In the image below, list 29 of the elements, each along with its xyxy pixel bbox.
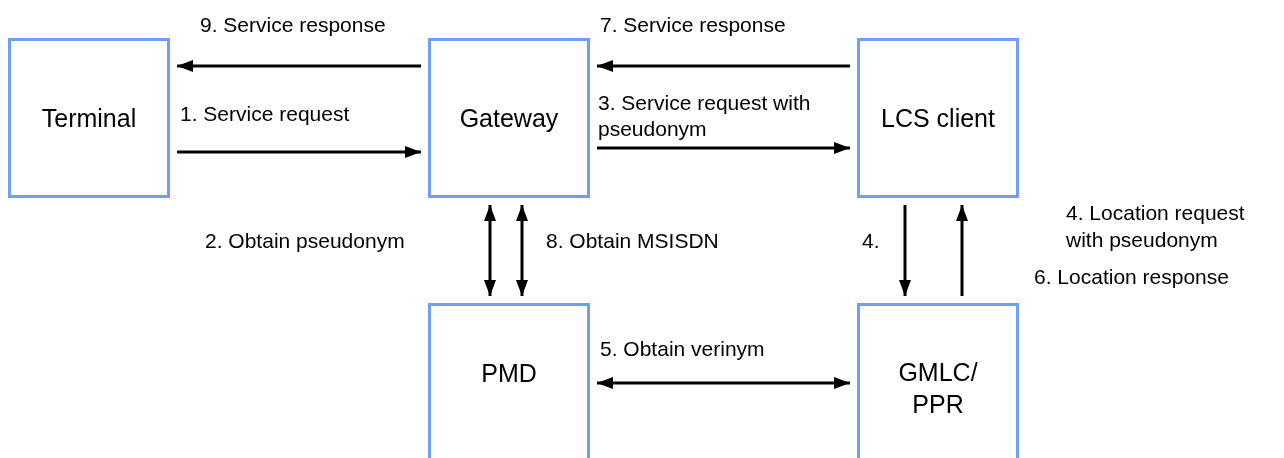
node-label: GMLC/ PPR [897,357,979,420]
edge-label: 9. Service response [200,12,387,38]
edge-label: 2. Obtain pseudonym [205,228,406,254]
process-box [8,38,170,198]
edge-label: 8. Obtain MSISDN [546,228,720,254]
node-label: LCS client [880,103,996,134]
arrow [484,205,496,296]
edge-label: 7. Service response [600,12,787,38]
arrow [956,205,968,296]
arrow [597,142,850,154]
edge-label: 6. Location response [1034,264,1230,290]
process-box [428,38,590,198]
edge-label: 1. Service request [180,101,351,127]
arrow [899,205,911,296]
process-box [857,303,1019,458]
node-label: Terminal [40,103,138,134]
annotation-label: 4. Location request with pseudonym [1065,200,1246,253]
process-box [428,303,590,458]
node-label: PMD [480,358,538,389]
process-box [857,38,1019,198]
arrow [177,60,421,72]
arrow [177,146,421,158]
arrow [597,60,850,72]
edge-label: 5. Obtain verinym [600,336,766,362]
edge-label: 4. [862,228,881,254]
edge-label: 3. Service request with pseudonym [598,90,812,142]
node-label: Gateway [458,103,560,134]
arrow [516,205,528,296]
arrow [597,377,850,389]
